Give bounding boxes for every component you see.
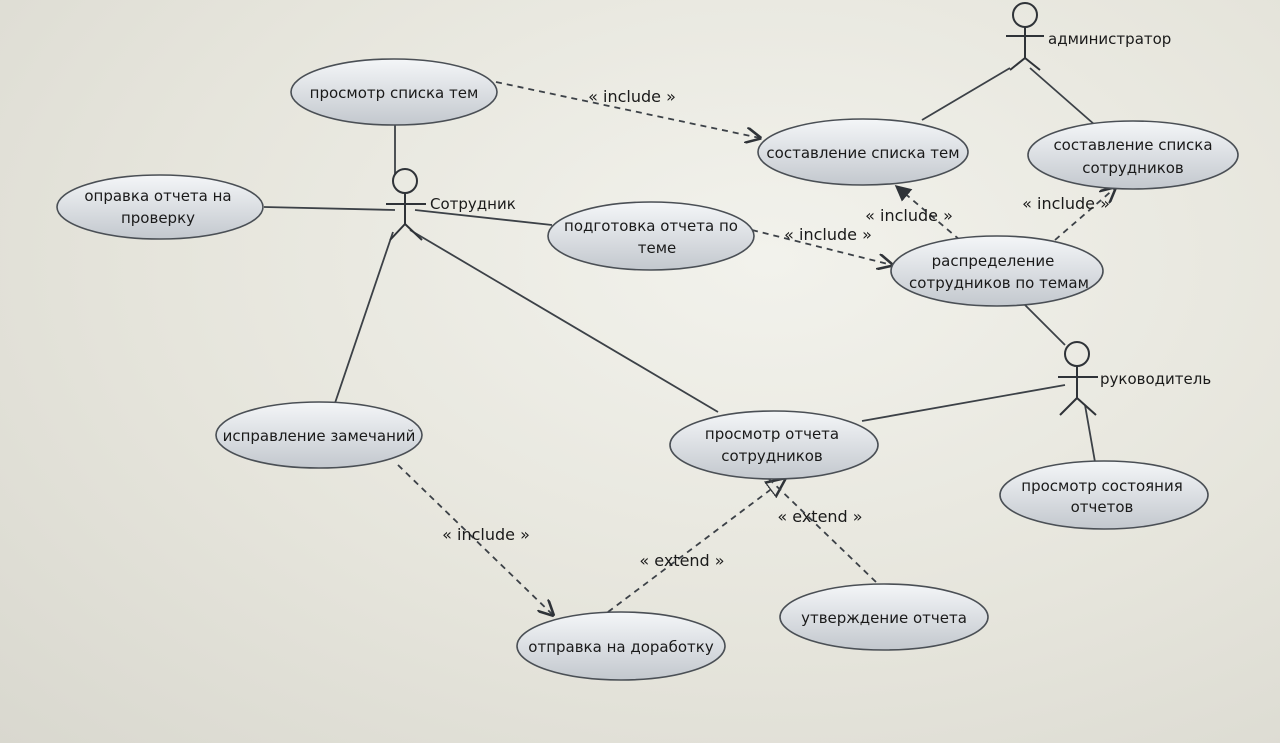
actor-manager-figure <box>1058 341 1098 416</box>
include-label-distribute-employees: « include » <box>1022 194 1110 213</box>
actor-manager-label: руководитель <box>1100 370 1211 388</box>
use-case-make-topic-list-label: составление списка тем <box>766 144 959 162</box>
include-arrow-prepare <box>751 229 892 265</box>
use-case-approve[interactable]: утверждение отчета <box>779 583 989 651</box>
use-case-view-status[interactable]: просмотр состояния отчетов <box>999 460 1209 530</box>
use-case-send-report[interactable]: оправка отчета на проверку <box>56 174 264 240</box>
use-case-send-report-line1: оправка отчета на <box>84 187 231 205</box>
assoc-admin-employee-list <box>1029 67 1096 126</box>
assoc-employee-send-report <box>263 206 396 211</box>
include-label-distribute-topics: « include » <box>865 206 953 225</box>
assoc-admin-topic-list <box>921 67 1011 121</box>
use-case-send-rework-label: отправка на доработку <box>528 638 714 656</box>
use-case-distribute-line2: сотрудников по темам <box>909 274 1089 292</box>
assoc-employee-fix-remarks <box>334 231 394 404</box>
use-case-send-rework[interactable]: отправка на доработку <box>516 611 726 681</box>
include-arrow-distribute-employees <box>1054 188 1115 241</box>
assoc-employee-prepare-report <box>414 209 553 226</box>
include-label-fix: « include » <box>442 525 530 544</box>
use-case-make-employee-list-line2: сотрудников <box>1082 159 1184 177</box>
actor-employee-label: Сотрудник <box>430 195 516 213</box>
use-case-distribute-line1: распределение <box>932 252 1055 270</box>
use-case-make-employee-list-line1: составление списка <box>1053 136 1212 154</box>
include-arrow-topics <box>495 81 760 138</box>
assoc-manager-distribute <box>1024 304 1066 346</box>
dependencies <box>397 81 1115 615</box>
include-arrow-distribute-topics <box>894 184 961 241</box>
use-case-view-reports-line2: сотрудников <box>721 447 823 465</box>
assoc-employee-view-reports <box>409 229 719 413</box>
actor-admin[interactable]: администратор <box>1006 2 1171 71</box>
use-case-fix-remarks[interactable]: исправление замечаний <box>215 401 423 469</box>
use-case-distribute[interactable]: распределение сотрудников по темам <box>890 235 1104 307</box>
use-case-prepare-report[interactable]: подготовка отчета по теме <box>547 201 755 271</box>
use-case-prepare-report-line2: теме <box>638 239 677 257</box>
include-label-prepare: « include » <box>784 225 872 244</box>
use-case-approve-label: утверждение отчета <box>801 609 967 627</box>
use-case-view-topics-label: просмотр списка тем <box>310 84 479 102</box>
use-case-view-status-line1: просмотр состояния <box>1021 477 1182 495</box>
extend-label-rework: « extend » <box>639 551 724 570</box>
use-case-make-employee-list[interactable]: составление списка сотрудников <box>1027 120 1239 190</box>
use-case-send-report-line2: проверку <box>121 209 195 227</box>
use-case-prepare-report-line1: подготовка отчета по <box>564 217 738 235</box>
assoc-manager-view-status <box>1084 404 1096 463</box>
use-case-make-topic-list[interactable]: составление списка тем <box>757 118 969 186</box>
extend-arrow-approve <box>767 477 877 583</box>
use-case-view-reports-line1: просмотр отчета <box>705 425 839 443</box>
extend-label-approve: « extend » <box>777 507 862 526</box>
actor-admin-label: администратор <box>1048 30 1171 48</box>
actor-employee[interactable]: Сотрудник <box>386 168 516 241</box>
use-case-view-topics[interactable]: просмотр списка тем <box>290 58 498 126</box>
associations <box>263 67 1096 463</box>
use-case-view-reports[interactable]: просмотр отчета сотрудников <box>669 410 879 480</box>
actor-manager[interactable]: руководитель <box>1058 341 1211 416</box>
assoc-manager-view-reports <box>861 384 1066 422</box>
actor-admin-figure <box>1006 2 1044 71</box>
relation-labels: « include » « include » « include » « in… <box>442 87 1110 570</box>
extend-arrow-rework <box>607 478 786 613</box>
include-arrow-fix <box>397 464 553 615</box>
use-case-fix-remarks-label: исправление замечаний <box>223 427 416 445</box>
use-case-view-status-line2: отчетов <box>1071 498 1134 516</box>
include-label-topics: « include » <box>588 87 676 106</box>
actor-employee-figure <box>386 168 426 241</box>
